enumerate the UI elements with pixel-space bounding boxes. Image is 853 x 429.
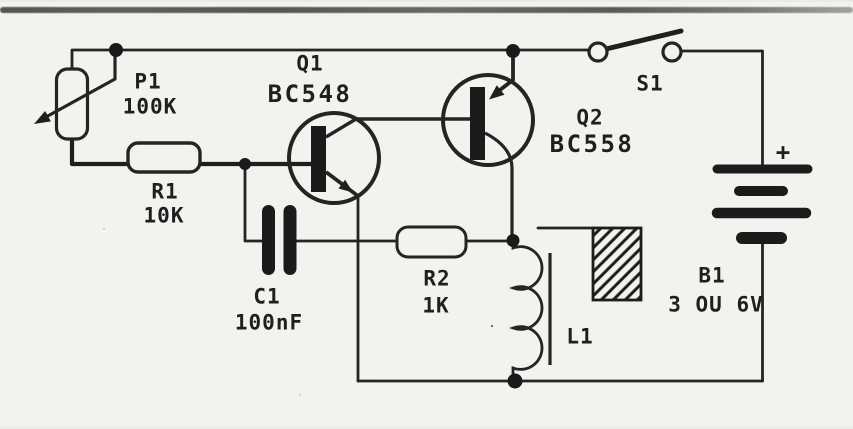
l1-relay-coil-symbol	[509, 226, 643, 381]
q2-emitter-arrowhead	[489, 85, 505, 100]
label-b1-ref: B1	[698, 263, 726, 288]
label-b1-value: 3 OU 6V	[668, 292, 764, 317]
c1-capacitor-symbol	[262, 205, 297, 275]
label-q1-ref: Q1	[296, 51, 324, 76]
bold-wires	[69, 136, 314, 167]
label-r1-ref: R1	[151, 179, 179, 204]
label-p1-value: 100K	[122, 94, 178, 119]
label-c1-ref: C1	[253, 284, 281, 309]
p1-potentiometer-symbol	[34, 52, 117, 141]
s1-switch-symbol	[587, 28, 684, 63]
label-s1-ref: S1	[636, 71, 664, 96]
q1-emitter-arrowhead	[338, 179, 353, 193]
label-l1-ref: L1	[566, 324, 594, 349]
q2-pnp-transistor-symbol	[441, 50, 535, 241]
label-r2-value: 1K	[422, 293, 450, 318]
junction-dots	[109, 43, 523, 389]
label-r2-ref: R2	[423, 266, 451, 291]
p1-wiper-arrowhead	[34, 111, 51, 124]
label-c1-value: 100nF	[234, 310, 304, 335]
label-q2-value: BC558	[549, 130, 635, 158]
scan-artifact-line	[0, 7, 853, 13]
label-q1-value: BC548	[267, 80, 353, 108]
r1-resistor-symbol	[126, 141, 202, 174]
r2-resistor-symbol	[395, 225, 468, 259]
label-q2-ref: Q2	[576, 105, 604, 130]
relay-armature-hatched-block	[591, 226, 643, 302]
label-r1-value: 10K	[143, 203, 185, 228]
q1-npn-transistor-symbol	[287, 111, 470, 205]
battery-plus-sign: +	[775, 138, 791, 166]
b1-battery-symbol	[711, 164, 813, 244]
label-p1-ref: P1	[134, 69, 162, 94]
